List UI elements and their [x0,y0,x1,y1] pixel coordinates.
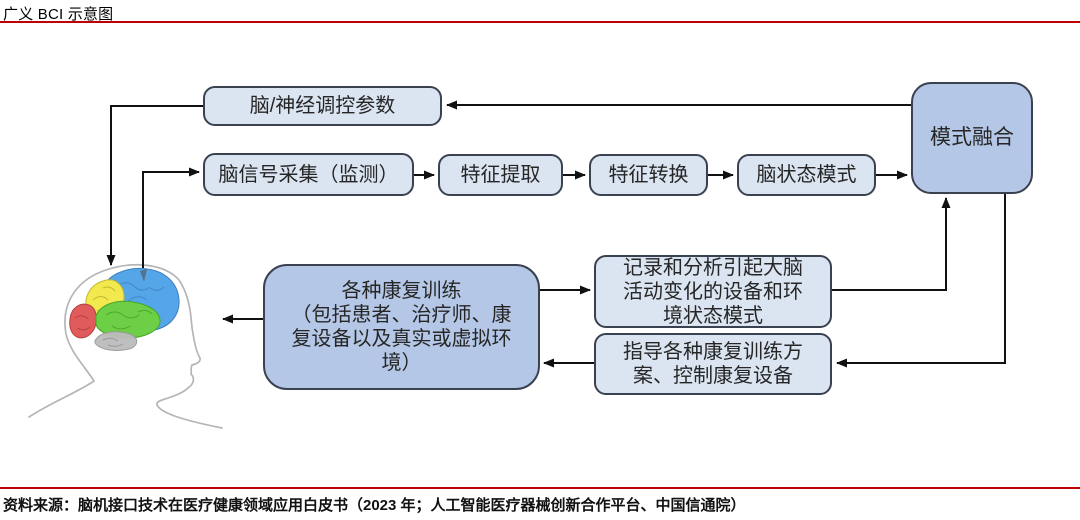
brain-fissure [140,269,147,282]
arrow-neuroparams-to-head [106,105,203,266]
head-outline [28,263,223,429]
node-record-analyze: 记录和分析引起大脑活动变化的设备和环境状态模式 [594,255,832,328]
head-brain-illustration [28,263,223,429]
figure-title: 广义 BCI 示意图 [3,6,114,23]
connector-arrows [106,100,1006,368]
bottom-divider-line [0,487,1080,489]
source-note: 资料来源：脑机接口技术在医疗健康领域应用白皮书（2023 年；人工智能医疗器械创… [3,497,746,514]
node-pattern-fusion: 模式融合 [911,82,1033,194]
arrow-fusion-to-guide [836,194,1006,368]
node-rehab-training: 各种康复训练 （包括患者、治疗师、康复设备以及真实或虚拟环境） [263,264,540,390]
node-feature-extraction: 特征提取 [438,154,563,196]
top-divider-line [0,21,1080,23]
brain-lobe-frontal [101,267,180,332]
arrow-record-to-fusion [832,197,951,291]
brain-lobe-occipital [69,303,97,339]
node-neuro-modulation-params: 脑/神经调控参数 [203,86,442,126]
brain-lobe-temporal [95,300,161,339]
node-feature-transform: 特征转换 [589,154,708,196]
node-guide-control: 指导各种康复训练方案、控制康复设备 [594,333,832,395]
node-brain-signal-acquisition: 脑信号采集（监测） [203,153,414,196]
brain-lobe-parietal [85,279,125,321]
node-brain-state-pattern: 脑状态模式 [737,154,876,196]
brain-cerebellum [94,331,138,351]
arrow-head-to-acquisition [142,167,200,268]
